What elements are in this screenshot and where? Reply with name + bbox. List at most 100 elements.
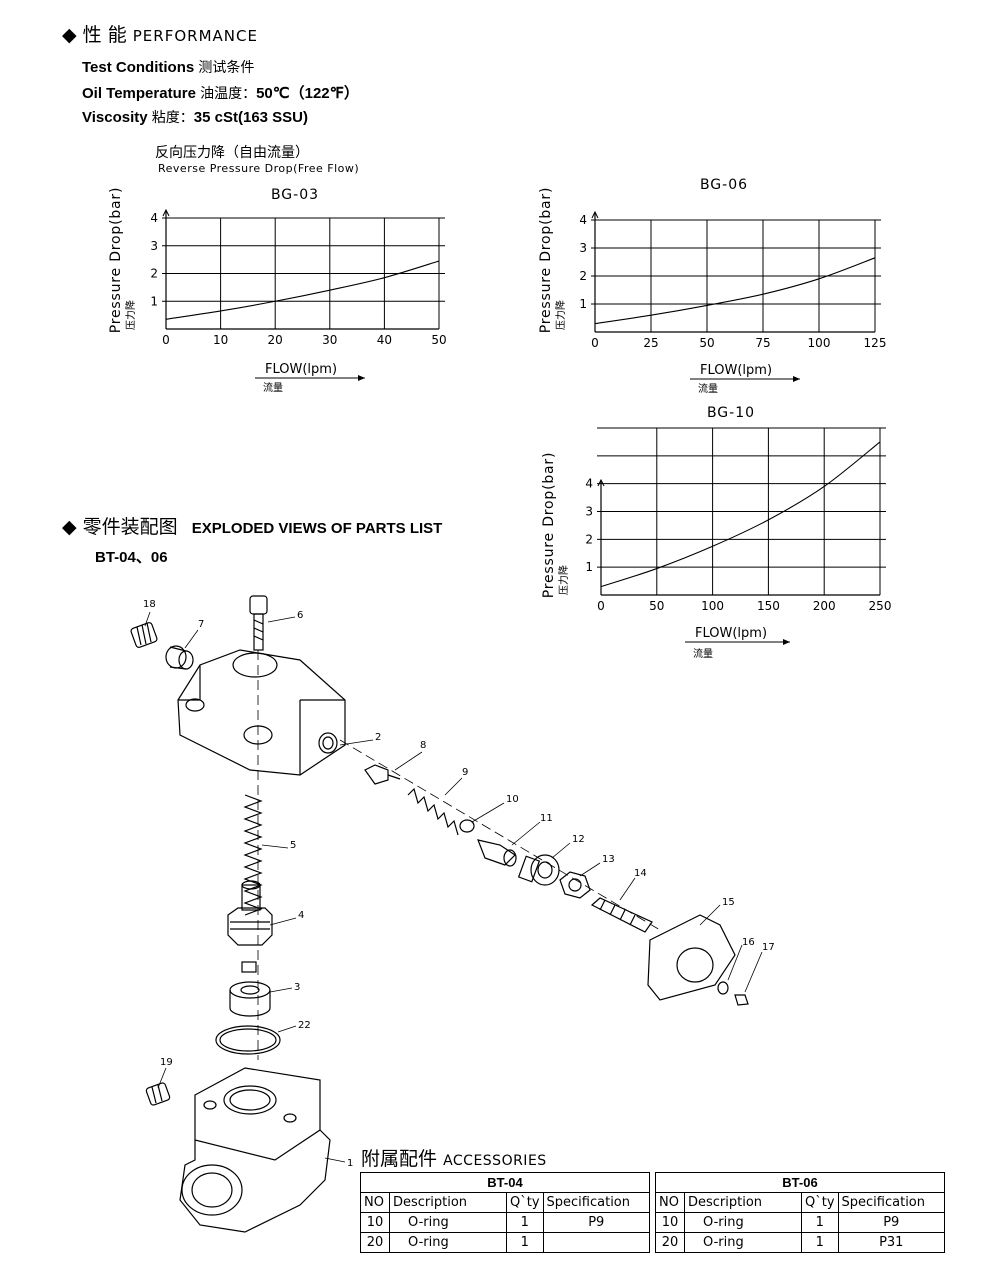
part-22-o-ring bbox=[215, 1025, 281, 1055]
y-axis-label-cn: 压力降 bbox=[554, 300, 567, 330]
oil-temperature-value: 50℃（122℉） bbox=[256, 85, 359, 102]
performance-heading: ◆ 性 能 PERFORMANCE bbox=[62, 20, 258, 47]
y-axis-arrow-icon bbox=[591, 210, 599, 219]
y-tick-label: 3 bbox=[579, 241, 587, 255]
x-tick-label: 0 bbox=[597, 599, 605, 613]
table-model: BT-06 bbox=[655, 1172, 945, 1193]
test-conditions-cn: 测试条件 bbox=[198, 59, 255, 75]
part-9-spring bbox=[407, 787, 459, 836]
part-8-poppet bbox=[364, 764, 401, 785]
chart-title: BG-06 bbox=[700, 177, 748, 193]
accessories-title-en: ACCESSORIES bbox=[443, 1153, 547, 1169]
test-conditions: Test Conditions 测试条件 bbox=[82, 57, 254, 77]
exploded-title-en: EXPLODED VIEWS OF PARTS LIST bbox=[191, 520, 443, 537]
exploded-heading: ◆ 零件装配图 EXPLODED VIEWS OF PARTS LIST bbox=[62, 512, 442, 539]
x-tick-label: 100 bbox=[701, 599, 724, 613]
chart-caption-en: Reverse Pressure Drop(Free Flow) bbox=[158, 162, 360, 175]
x-tick-label: 0 bbox=[162, 333, 170, 347]
accessories-table-bt04: BT-04 NO Description Q`ty Specification … bbox=[360, 1172, 651, 1253]
cell-description: O-ring bbox=[389, 1232, 507, 1253]
part-1-valve-base bbox=[179, 1067, 331, 1233]
x-tick-label: 10 bbox=[213, 333, 228, 347]
x-tick-label: 100 bbox=[808, 336, 831, 350]
callout-5: 5 bbox=[290, 840, 296, 851]
x-tick-label: 50 bbox=[699, 336, 714, 350]
series-line bbox=[594, 257, 876, 325]
x-tick-label: 250 bbox=[869, 599, 892, 613]
diamond-bullet-icon: ◆ bbox=[62, 516, 77, 538]
x-axis-label: FLOW(lpm) bbox=[265, 362, 337, 377]
y-tick-label: 2 bbox=[585, 532, 593, 546]
part-12-adjuster bbox=[517, 854, 560, 886]
cell-no: 10 bbox=[655, 1212, 685, 1233]
viscosity-en: Viscosity bbox=[82, 109, 148, 126]
x-tick-label: 200 bbox=[813, 599, 836, 613]
oil-temperature: Oil Temperature 油温度：50℃（122℉） bbox=[82, 82, 359, 103]
part-10-o-ring bbox=[459, 819, 475, 833]
horizontal-axis-line bbox=[339, 739, 661, 931]
series-line bbox=[600, 441, 881, 588]
accessories-heading: 附属配件 ACCESSORIES bbox=[361, 1144, 547, 1171]
part-13-hex-nut bbox=[559, 871, 591, 899]
callout-22: 22 bbox=[298, 1020, 311, 1031]
header-description: Description bbox=[684, 1192, 802, 1213]
cell-description: O-ring bbox=[684, 1232, 802, 1253]
y-axis-label: Pressure Drop(bar) bbox=[538, 187, 554, 333]
x-tick-label: 40 bbox=[377, 333, 392, 347]
x-axis-label-cn: 流量 bbox=[693, 647, 713, 660]
x-axis-arrow-icon bbox=[793, 376, 800, 382]
x-tick-label: 75 bbox=[755, 336, 770, 350]
part-19-plug bbox=[145, 1082, 171, 1106]
callout-3: 3 bbox=[294, 982, 300, 993]
table-model: BT-04 bbox=[360, 1172, 650, 1193]
callout-2: 2 bbox=[375, 732, 381, 743]
callout-10: 10 bbox=[506, 794, 519, 805]
diamond-bullet-icon: ◆ bbox=[62, 24, 77, 46]
y-tick-label: 3 bbox=[585, 505, 593, 519]
x-tick-label: 30 bbox=[322, 333, 337, 347]
callout-9: 9 bbox=[462, 767, 468, 778]
cell-specification: P9 bbox=[542, 1212, 651, 1233]
table-row: 20 O-ring 1 P31 bbox=[655, 1232, 946, 1253]
cell-no: 20 bbox=[360, 1232, 390, 1253]
part-11-seat bbox=[477, 839, 517, 867]
callout-12: 12 bbox=[572, 834, 585, 845]
callout-8: 8 bbox=[420, 740, 426, 751]
oil-temperature-en: Oil Temperature bbox=[82, 85, 196, 102]
x-tick-label: 50 bbox=[649, 599, 664, 613]
y-axis-label: Pressure Drop(bar) bbox=[541, 452, 557, 598]
x-axis-label-cn: 流量 bbox=[698, 382, 718, 395]
header-description: Description bbox=[389, 1192, 507, 1213]
exploded-title-cn: 零件装配图 bbox=[82, 516, 178, 538]
y-axis-label-cn: 压力降 bbox=[124, 300, 137, 330]
x-tick-label: 150 bbox=[757, 599, 780, 613]
header-no: NO bbox=[655, 1192, 685, 1213]
viscosity: Viscosity 粘度：35 cSt(163 SSU) bbox=[82, 107, 308, 127]
cell-qty: 1 bbox=[506, 1212, 544, 1233]
oil-temperature-cn: 油温度： bbox=[200, 85, 257, 101]
callout-19: 19 bbox=[160, 1057, 173, 1068]
y-axis-label-cn: 压力降 bbox=[557, 565, 570, 595]
table-row: 10 O-ring 1 P9 bbox=[655, 1212, 946, 1233]
header-qty: Q`ty bbox=[506, 1192, 544, 1213]
cell-specification bbox=[542, 1232, 651, 1253]
performance-title-en: PERFORMANCE bbox=[132, 27, 258, 45]
y-tick-label: 4 bbox=[585, 477, 593, 491]
chart-title: BG-10 bbox=[707, 405, 755, 421]
header-qty: Q`ty bbox=[801, 1192, 839, 1213]
cell-no: 10 bbox=[360, 1212, 390, 1233]
callout-4: 4 bbox=[298, 910, 304, 921]
y-tick-label: 1 bbox=[585, 560, 593, 574]
cell-qty: 1 bbox=[506, 1232, 544, 1253]
viscosity-value: 35 cSt(163 SSU) bbox=[193, 109, 309, 126]
y-tick-label: 3 bbox=[150, 239, 158, 253]
performance-title-cn: 性 能 bbox=[82, 24, 127, 46]
part-17-screw bbox=[734, 994, 749, 1006]
cell-specification: P9 bbox=[837, 1212, 946, 1233]
table-row: 20 O-ring 1 bbox=[360, 1232, 651, 1253]
header-no: NO bbox=[360, 1192, 390, 1213]
